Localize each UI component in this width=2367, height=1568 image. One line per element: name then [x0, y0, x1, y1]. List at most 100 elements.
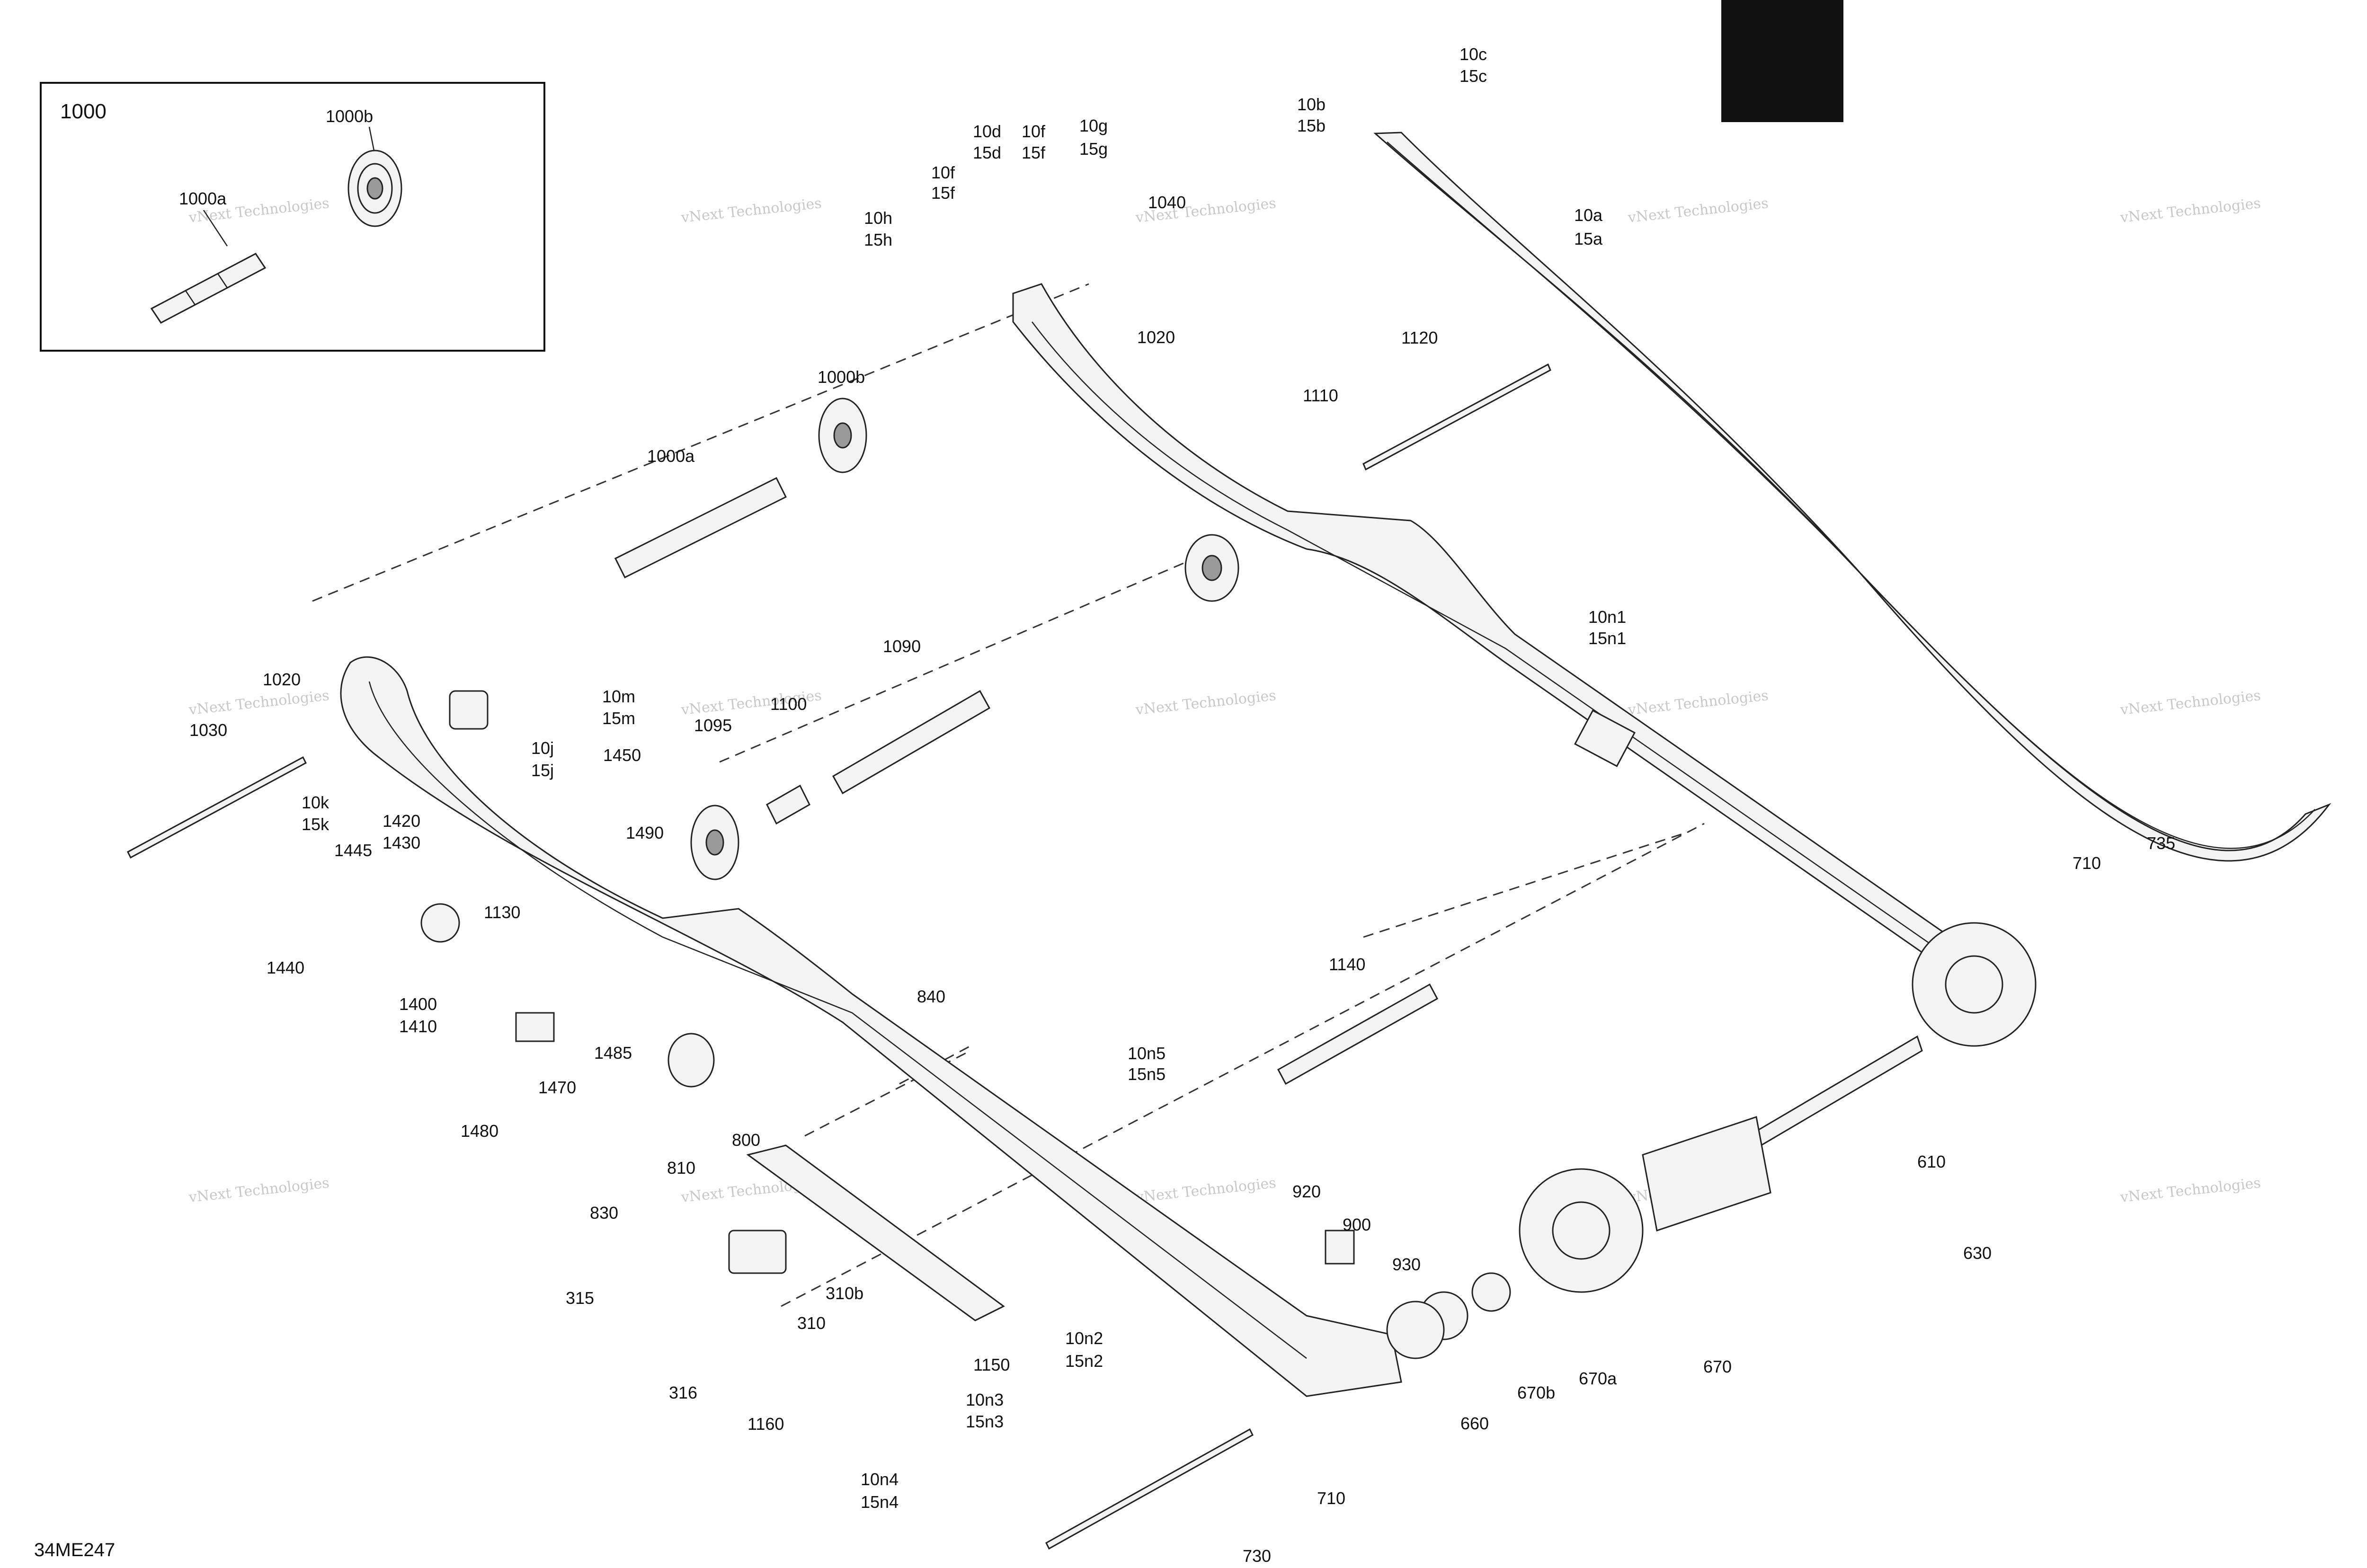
part-label: 1470 — [538, 1078, 576, 1097]
left-frame — [340, 656, 1402, 1397]
part-label: 15g — [1079, 139, 1108, 159]
part-label: 1020 — [263, 670, 301, 689]
part-label: 10h — [864, 208, 892, 228]
part-label: 15f — [931, 183, 955, 203]
part-label: 10n5 — [1128, 1044, 1166, 1063]
part-label: 1440 — [267, 958, 304, 977]
watermark-text: vNext Technologies — [2119, 687, 2261, 718]
part-label: 1490 — [626, 823, 664, 842]
part-label: 1030 — [189, 720, 227, 740]
right-frame — [1012, 283, 1951, 967]
part-label: 10j — [531, 738, 554, 758]
inset-bearing-wheel — [347, 150, 402, 227]
part-label: 15n5 — [1128, 1064, 1166, 1084]
diagram-code: 34ME247 — [34, 1540, 115, 1560]
watermark-text: vNext Technologies — [680, 195, 822, 226]
part-label: 1480 — [461, 1121, 498, 1141]
part-label: 1150 — [973, 1355, 1010, 1374]
part-label: 15n2 — [1065, 1351, 1103, 1371]
part-label: 15h — [864, 230, 892, 249]
part-label: 10f — [1022, 122, 1046, 141]
watermark-layer: vNext Technologies vNext Technologies vNex… — [187, 195, 2261, 1206]
part-label: 15a — [1574, 229, 1603, 248]
part-label: 10f — [931, 163, 955, 182]
part-label: 315 — [566, 1288, 594, 1308]
part-label: 1450 — [603, 745, 641, 765]
watermark-text: vNext Technologies — [2119, 1175, 2261, 1206]
slide-rail — [1373, 132, 2331, 862]
part-label: 710 — [2073, 853, 2101, 873]
part-label: 15j — [531, 761, 554, 780]
watermark-text: vNext Technologies — [1134, 1175, 1277, 1206]
part-label: 15k — [302, 815, 329, 834]
part-label: 1090 — [883, 637, 921, 656]
part-label: 15c — [1459, 66, 1487, 86]
part-label: 15n4 — [861, 1492, 899, 1512]
section-tab — [1721, 0, 1843, 122]
part-label: 670b — [1517, 1383, 1555, 1402]
part-label: 10d — [973, 122, 1001, 141]
part-label: 310b — [826, 1284, 863, 1303]
component-parts — [127, 363, 2037, 1550]
watermark-text: vNext Technologies — [1627, 687, 1769, 718]
part-label: 1410 — [399, 1017, 437, 1036]
part-label: 10k — [302, 793, 329, 812]
inset-shaft — [150, 253, 267, 324]
watermark-text: vNext Technologies — [187, 687, 330, 718]
part-label: 1000b — [818, 367, 865, 387]
part-label: 1100 — [770, 694, 807, 714]
part-label: 1485 — [594, 1043, 632, 1063]
part-label: 15b — [1297, 116, 1326, 135]
inset-title: 1000 — [60, 100, 107, 123]
part-label: 10n2 — [1065, 1329, 1103, 1348]
watermark-text: vNext Technologies — [2119, 195, 2261, 226]
part-label: 10c — [1459, 44, 1487, 64]
part-label: 10n4 — [861, 1470, 899, 1489]
part-label: 670 — [1703, 1357, 1732, 1376]
part-label: 920 — [1292, 1182, 1321, 1201]
part-label: 10a — [1574, 205, 1603, 225]
part-label: 610 — [1917, 1152, 1946, 1171]
part-label: 1160 — [747, 1414, 784, 1434]
inset-panel: 1000 1000b 1000a — [40, 82, 545, 352]
part-label: 1130 — [484, 903, 520, 922]
part-label: 1110 — [1303, 386, 1338, 405]
part-label: 10b — [1297, 95, 1326, 114]
part-label: 730 — [1243, 1546, 1271, 1566]
part-label: 660 — [1460, 1414, 1489, 1433]
part-label: 900 — [1343, 1215, 1371, 1234]
part-label: 630 — [1963, 1243, 1992, 1263]
part-label: 710 — [1317, 1488, 1345, 1508]
watermark-text: vNext Technologies — [1627, 195, 1769, 226]
part-label: 1095 — [694, 716, 732, 735]
part-label: 15n3 — [966, 1412, 1004, 1431]
part-label: 15d — [973, 143, 1001, 162]
part-label: 735 — [2147, 833, 2175, 853]
part-label: 840 — [917, 987, 945, 1006]
watermark-text: vNext Technologies — [1134, 687, 1277, 718]
part-label: 15m — [602, 709, 635, 728]
part-label: 930 — [1392, 1255, 1421, 1274]
part-label: 800 — [732, 1130, 760, 1150]
part-label: 1000a — [647, 446, 695, 466]
part-label: 10m — [602, 687, 635, 706]
part-label: 810 — [667, 1158, 695, 1178]
assembly-axis-lines — [312, 283, 1705, 1307]
part-label: 1140 — [1329, 955, 1365, 974]
inset-label-shaft: 1000a — [179, 189, 227, 208]
part-label: 1040 — [1148, 193, 1186, 212]
watermark-text: vNext Technologies — [187, 1175, 330, 1206]
part-label: 1430 — [383, 833, 420, 852]
part-label: 670a — [1579, 1369, 1617, 1388]
part-label: 310 — [797, 1313, 826, 1333]
part-label: 10g — [1079, 116, 1108, 135]
part-label: 316 — [669, 1383, 697, 1402]
part-label: 15f — [1022, 143, 1046, 162]
part-label: 1420 — [383, 811, 420, 831]
part-label: 15n1 — [1588, 629, 1626, 648]
part-labels: 10c15c10b15b10a15a10g15g10d15d10f15f10f1… — [189, 44, 2175, 1566]
part-label: 10n1 — [1588, 607, 1626, 627]
part-label: 1020 — [1137, 328, 1175, 347]
